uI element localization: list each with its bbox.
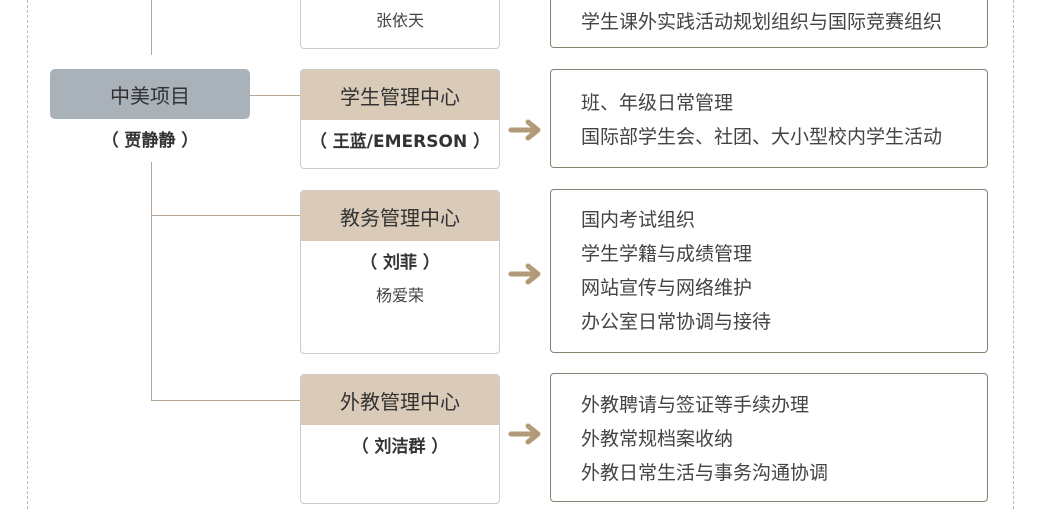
- staff-name: 张依天: [375, 11, 424, 30]
- left-dashed-border: [27, 0, 28, 509]
- connector: [151, 400, 300, 401]
- duty-item: 国际部学生会、社团、大小型校内学生活动: [581, 126, 943, 148]
- root-node: 中美项目: [50, 69, 250, 119]
- connector: [250, 95, 300, 96]
- center-title: 外教管理中心: [301, 375, 499, 425]
- center-manager: （ 刘菲 ）: [360, 253, 440, 273]
- staff-name: 杨爱荣: [375, 286, 424, 305]
- center-foreign-teachers: 外教管理中心 （ 刘洁群 ）: [300, 374, 500, 504]
- top-partial-center: 张依天: [300, 0, 500, 49]
- center-manager: （ 刘洁群 ）: [351, 437, 449, 457]
- center-title: 教务管理中心: [301, 191, 499, 241]
- duty-item: 网站宣传与网络维护: [581, 277, 753, 299]
- duties-student-management: 班、年级日常管理 国际部学生会、社团、大小型校内学生活动: [550, 69, 988, 168]
- duty-item: 班、年级日常管理: [581, 92, 734, 114]
- arrow-right-icon: [508, 119, 541, 141]
- center-manager: （ 王蓝/EMERSON ）: [309, 132, 491, 152]
- connector: [151, 215, 300, 216]
- top-partial-duties: 学生课外实践活动规划组织与国际竞赛组织: [550, 0, 988, 48]
- arrow-right-icon: [508, 263, 541, 285]
- center-student-management: 学生管理中心 （ 王蓝/EMERSON ）: [300, 69, 500, 169]
- duty-item: 学生课外实践活动规划组织与国际竞赛组织: [581, 11, 943, 33]
- arrow-right-icon: [508, 423, 541, 445]
- duty-item: 学生学籍与成绩管理: [581, 243, 753, 265]
- connector: [151, 162, 152, 401]
- duty-item: 外教日常生活与事务沟通协调: [581, 462, 829, 484]
- center-academic-affairs: 教务管理中心 （ 刘菲 ） 杨爱荣: [300, 190, 500, 354]
- connector: [151, 0, 152, 55]
- center-title: 学生管理中心: [301, 70, 499, 120]
- duty-item: 国内考试组织: [581, 209, 696, 231]
- root-title: 中美项目: [110, 83, 190, 108]
- root-manager: （ 贾静静 ）: [101, 131, 199, 151]
- duties-academic-affairs: 国内考试组织 学生学籍与成绩管理 网站宣传与网络维护 办公室日常协调与接待: [550, 189, 988, 353]
- duties-foreign-teachers: 外教聘请与签证等手续办理 外教常规档案收纳 外教日常生活与事务沟通协调: [550, 373, 988, 502]
- right-dashed-border: [1013, 0, 1014, 509]
- duty-item: 外教常规档案收纳: [581, 428, 734, 450]
- duty-item: 办公室日常协调与接待: [581, 311, 772, 333]
- duty-item: 外教聘请与签证等手续办理: [581, 394, 810, 416]
